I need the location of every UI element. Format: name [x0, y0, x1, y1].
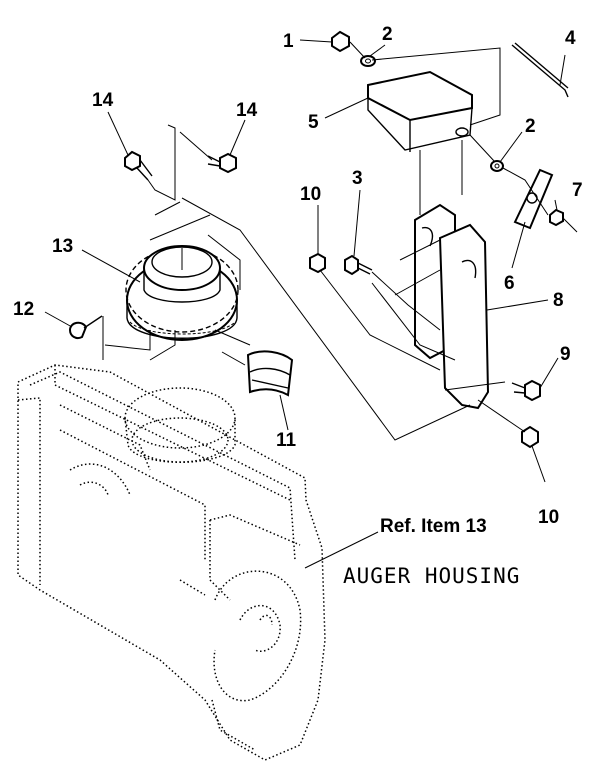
callout-8: 8 — [553, 290, 564, 311]
bracket — [367, 70, 473, 152]
pointer-lines — [44, 39, 566, 569]
callout-11: 11 — [276, 430, 297, 451]
rod — [511, 42, 569, 98]
callout-13: 13 — [52, 236, 73, 257]
handle-bracket — [414, 203, 490, 410]
callout-14-right: 14 — [236, 100, 258, 121]
callout-12: 12 — [13, 299, 34, 320]
callout-7: 7 — [572, 180, 583, 201]
pivot-plate — [513, 168, 554, 230]
fasteners — [68, 30, 564, 449]
reference-label: Ref. Item 13 — [380, 516, 487, 537]
auger-housing-label: AUGER HOUSING — [343, 564, 520, 588]
callout-3: 3 — [352, 168, 363, 189]
callout-labels: 1 2 4 5 2 14 14 10 3 7 13 6 8 12 9 11 10 — [13, 24, 583, 528]
callout-9: 9 — [560, 344, 571, 365]
callout-1: 1 — [283, 31, 294, 52]
callout-10-upper: 10 — [300, 184, 321, 205]
callout-4: 4 — [565, 28, 576, 49]
callout-2-right: 2 — [525, 116, 536, 137]
callout-14-left: 14 — [92, 90, 114, 111]
callout-6: 6 — [504, 273, 515, 294]
auger-housing — [17, 364, 326, 761]
callout-5: 5 — [308, 112, 319, 133]
chute-ring — [125, 245, 239, 341]
assembly-lines — [102, 41, 578, 441]
insert-part — [246, 350, 294, 397]
callout-10-lower: 10 — [538, 507, 559, 528]
callout-2-top: 2 — [382, 24, 393, 45]
